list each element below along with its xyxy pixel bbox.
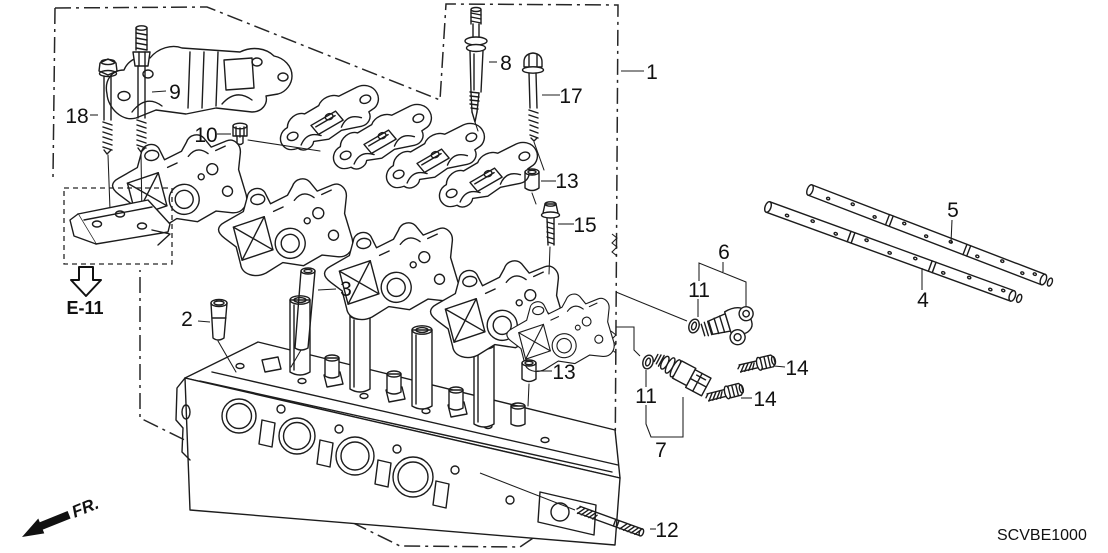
callout-12: 12 bbox=[655, 519, 678, 542]
front-direction-indicator: FR. bbox=[22, 494, 102, 537]
callout-10: 10 bbox=[194, 124, 217, 147]
front-direction-arrow-icon bbox=[22, 511, 71, 537]
callout-9: 9 bbox=[169, 81, 181, 104]
spark-plug-tubes bbox=[289, 295, 526, 428]
callout-11-lower: 11 bbox=[635, 385, 657, 408]
part-drawing-7-cam-sensor bbox=[653, 353, 712, 397]
part-drawing-9-stud bbox=[132, 25, 151, 221]
leader-lines bbox=[90, 61, 953, 530]
part-drawing-13-upper bbox=[524, 168, 540, 205]
part-drawing-17-bolt bbox=[521, 52, 545, 171]
part-drawing-8-plug-tube bbox=[464, 6, 488, 132]
part-drawing-14-bolt-upper bbox=[735, 353, 778, 376]
callout-11-upper: 11 bbox=[688, 279, 710, 302]
reference-box-e11 bbox=[63, 187, 173, 297]
part-drawing-14-bolt-lower bbox=[703, 381, 746, 405]
camshaft-holder-bridges bbox=[105, 45, 547, 215]
part-drawing-12-stud bbox=[576, 505, 645, 537]
diagram-code: SCVBE1000 bbox=[997, 527, 1087, 544]
reference-label: E-11 bbox=[66, 298, 103, 318]
callout-15: 15 bbox=[573, 214, 596, 237]
callout-6: 6 bbox=[718, 241, 730, 264]
callout-5: 5 bbox=[947, 199, 959, 222]
callout-18: 18 bbox=[65, 105, 88, 128]
down-arrow-icon bbox=[70, 266, 102, 297]
callout-4: 4 bbox=[917, 289, 929, 312]
callout-7: 7 bbox=[655, 439, 667, 462]
part-drawing-13-lower bbox=[521, 359, 537, 407]
callout-14-lower: 14 bbox=[753, 388, 777, 411]
callout-13-upper: 13 bbox=[555, 170, 578, 193]
front-label: FR. bbox=[69, 494, 102, 522]
bracket-plate-drawing bbox=[69, 199, 171, 246]
callout-3: 3 bbox=[340, 278, 352, 301]
part-drawing-18-stud-bolt bbox=[98, 58, 118, 238]
callout-8: 8 bbox=[500, 52, 512, 75]
part-drawing-2-valve-guide bbox=[210, 298, 237, 373]
callout-17: 17 bbox=[559, 85, 582, 108]
part-drawing-11-oring-lower bbox=[642, 354, 654, 370]
part-drawing-15-bolt bbox=[540, 201, 561, 275]
callout-13-lower: 13 bbox=[552, 361, 575, 384]
part-drawing-6-cam-sensor bbox=[700, 305, 754, 346]
callout-1: 1 bbox=[646, 61, 658, 84]
cylinder-head-drawing bbox=[175, 295, 621, 546]
part-drawing-3-valve-guide bbox=[290, 267, 316, 368]
part-drawing-10-screw bbox=[232, 122, 321, 152]
part-drawing-11-oring-upper bbox=[688, 318, 700, 334]
callout-2: 2 bbox=[181, 308, 193, 331]
callout-14-upper: 14 bbox=[785, 357, 809, 380]
